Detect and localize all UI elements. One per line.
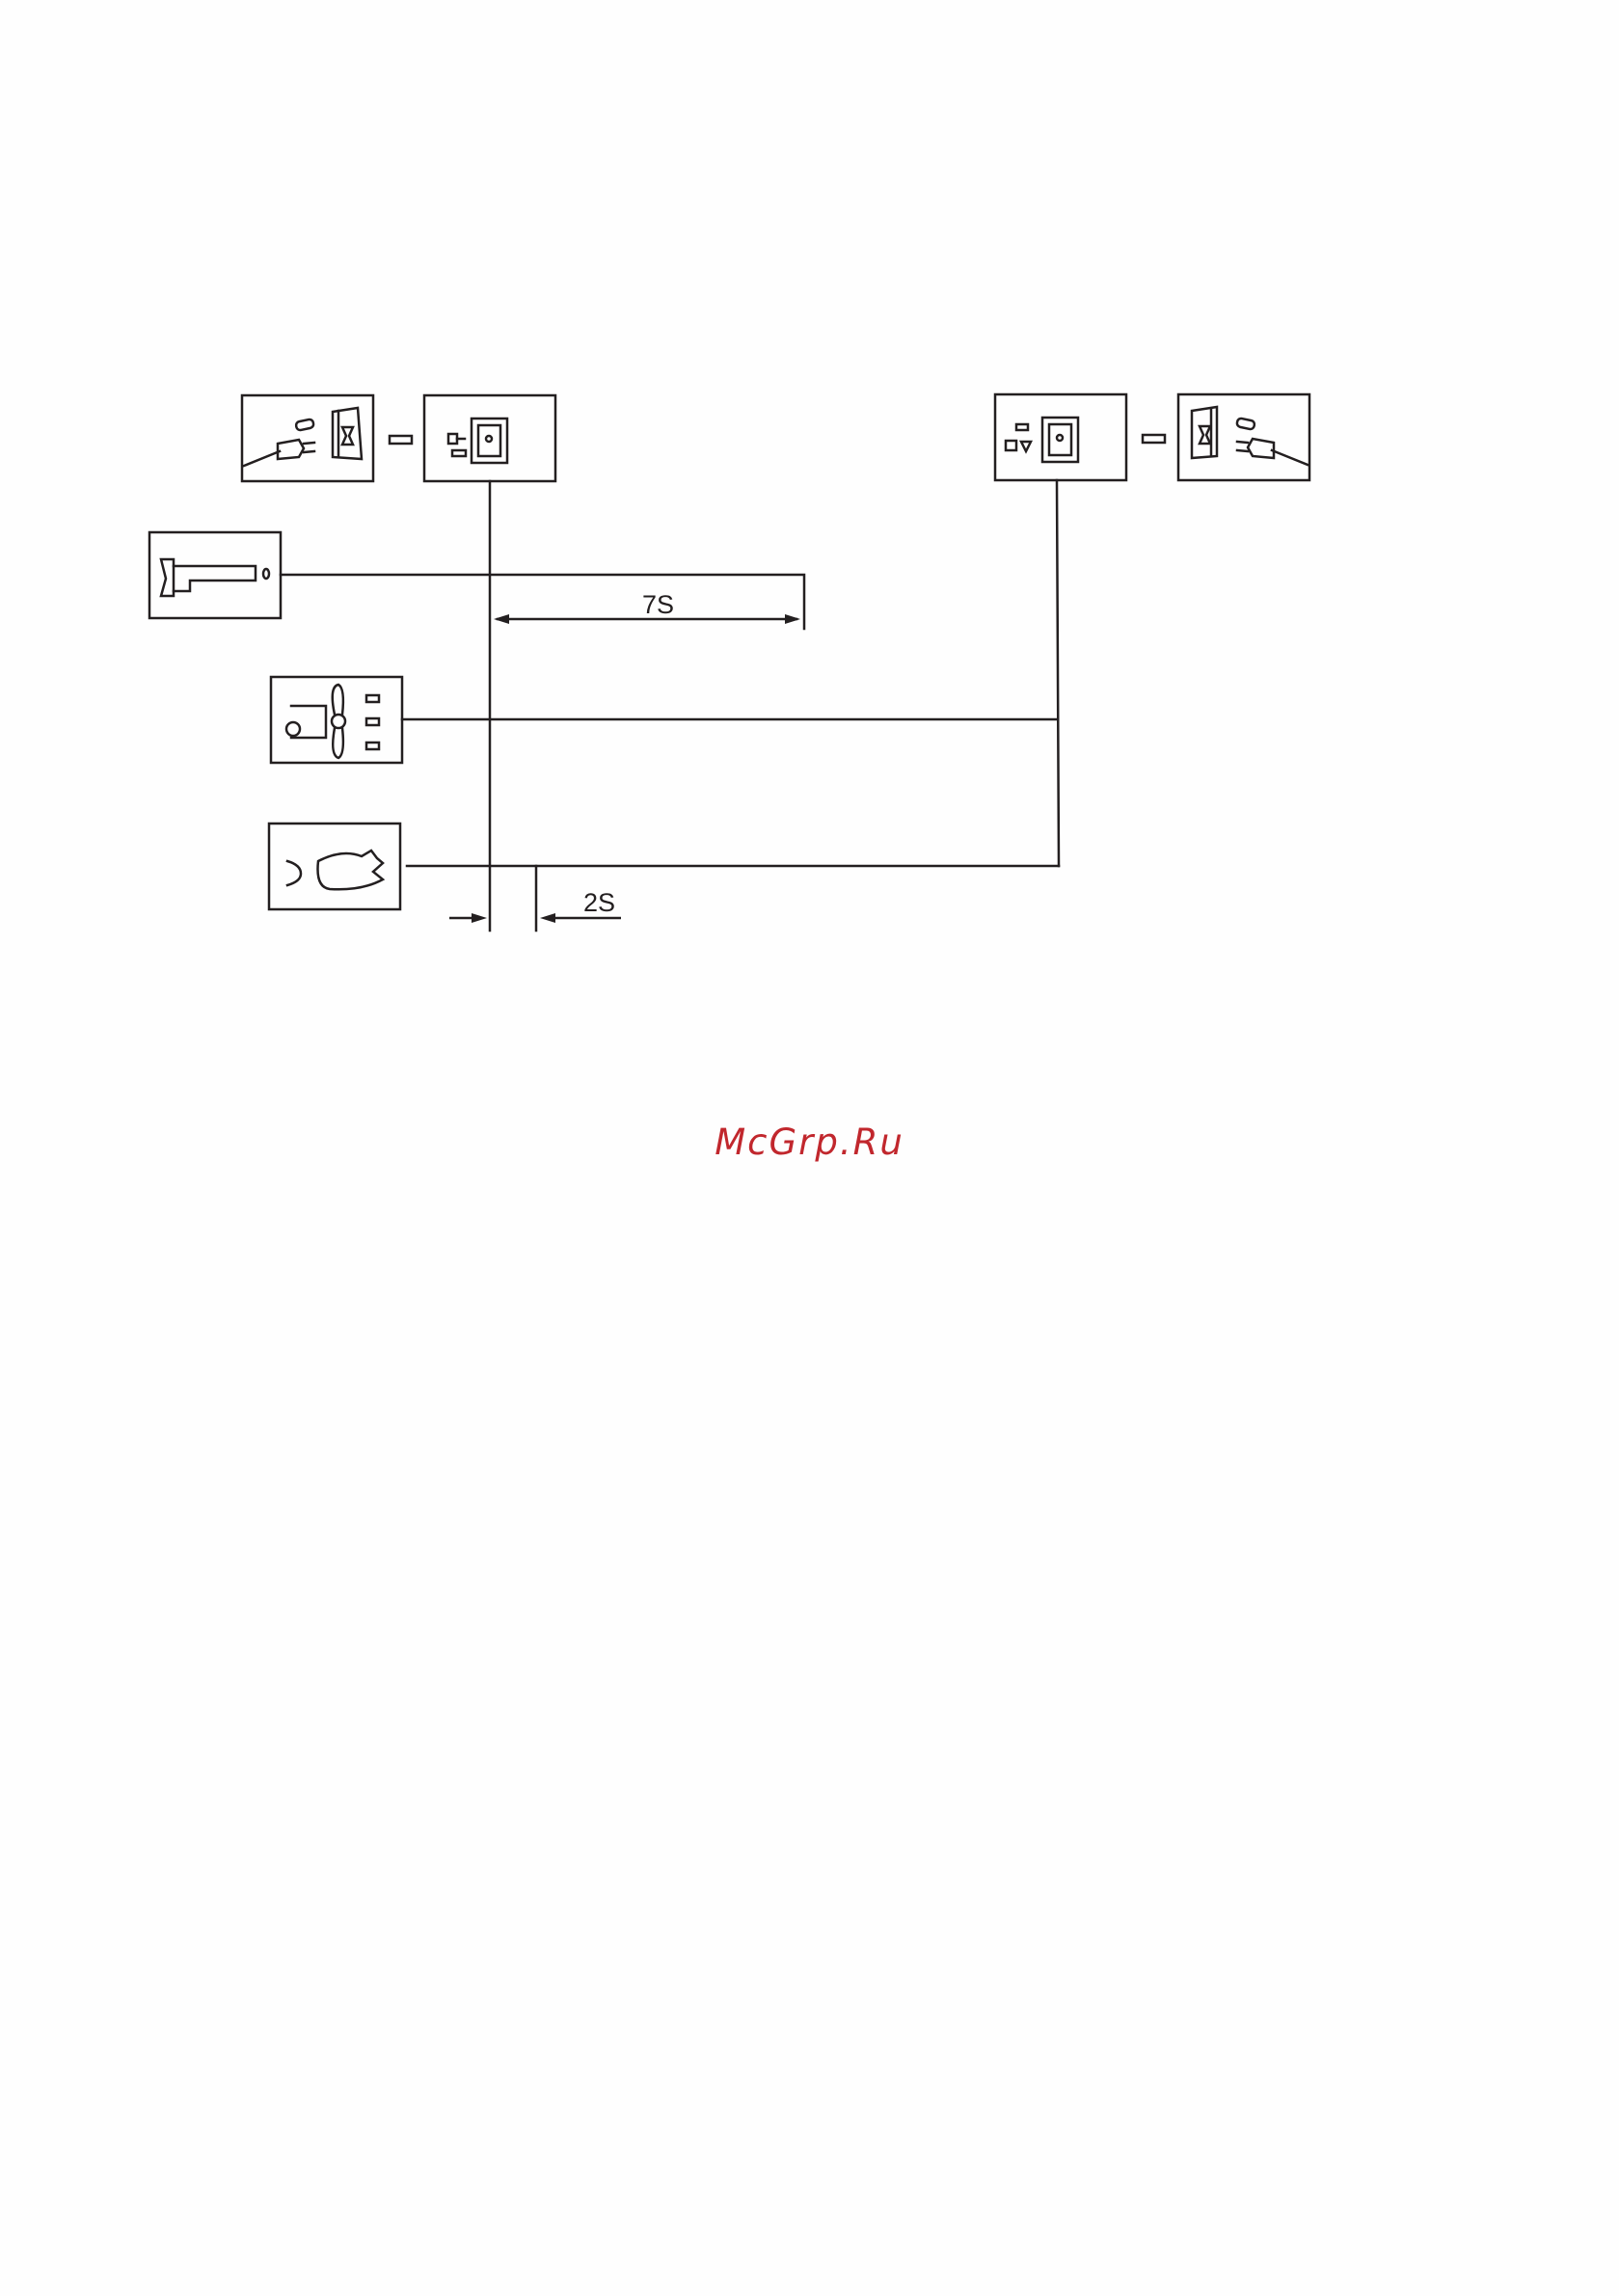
plug-door-icon <box>1178 394 1309 480</box>
watermark-logo: McGrp.Ru <box>0 1121 1619 1163</box>
plug-door-icon <box>242 395 373 481</box>
arrowhead-left <box>540 913 555 923</box>
switch-panel-icon <box>424 395 555 481</box>
connector-dash <box>390 436 412 444</box>
connector-dash <box>1143 435 1165 443</box>
interval-2s-label: 2S <box>583 888 615 917</box>
arrowhead-left <box>494 614 509 624</box>
arrowhead-right <box>785 614 800 624</box>
light-tube-icon <box>149 532 281 618</box>
light-tube-line <box>281 575 804 629</box>
fan-icon <box>271 677 402 763</box>
flame-icon <box>269 824 400 909</box>
switch-panel-icon <box>995 394 1126 480</box>
timeline-stop-line <box>1057 480 1059 866</box>
interval-7s-label: 7S <box>642 590 674 619</box>
